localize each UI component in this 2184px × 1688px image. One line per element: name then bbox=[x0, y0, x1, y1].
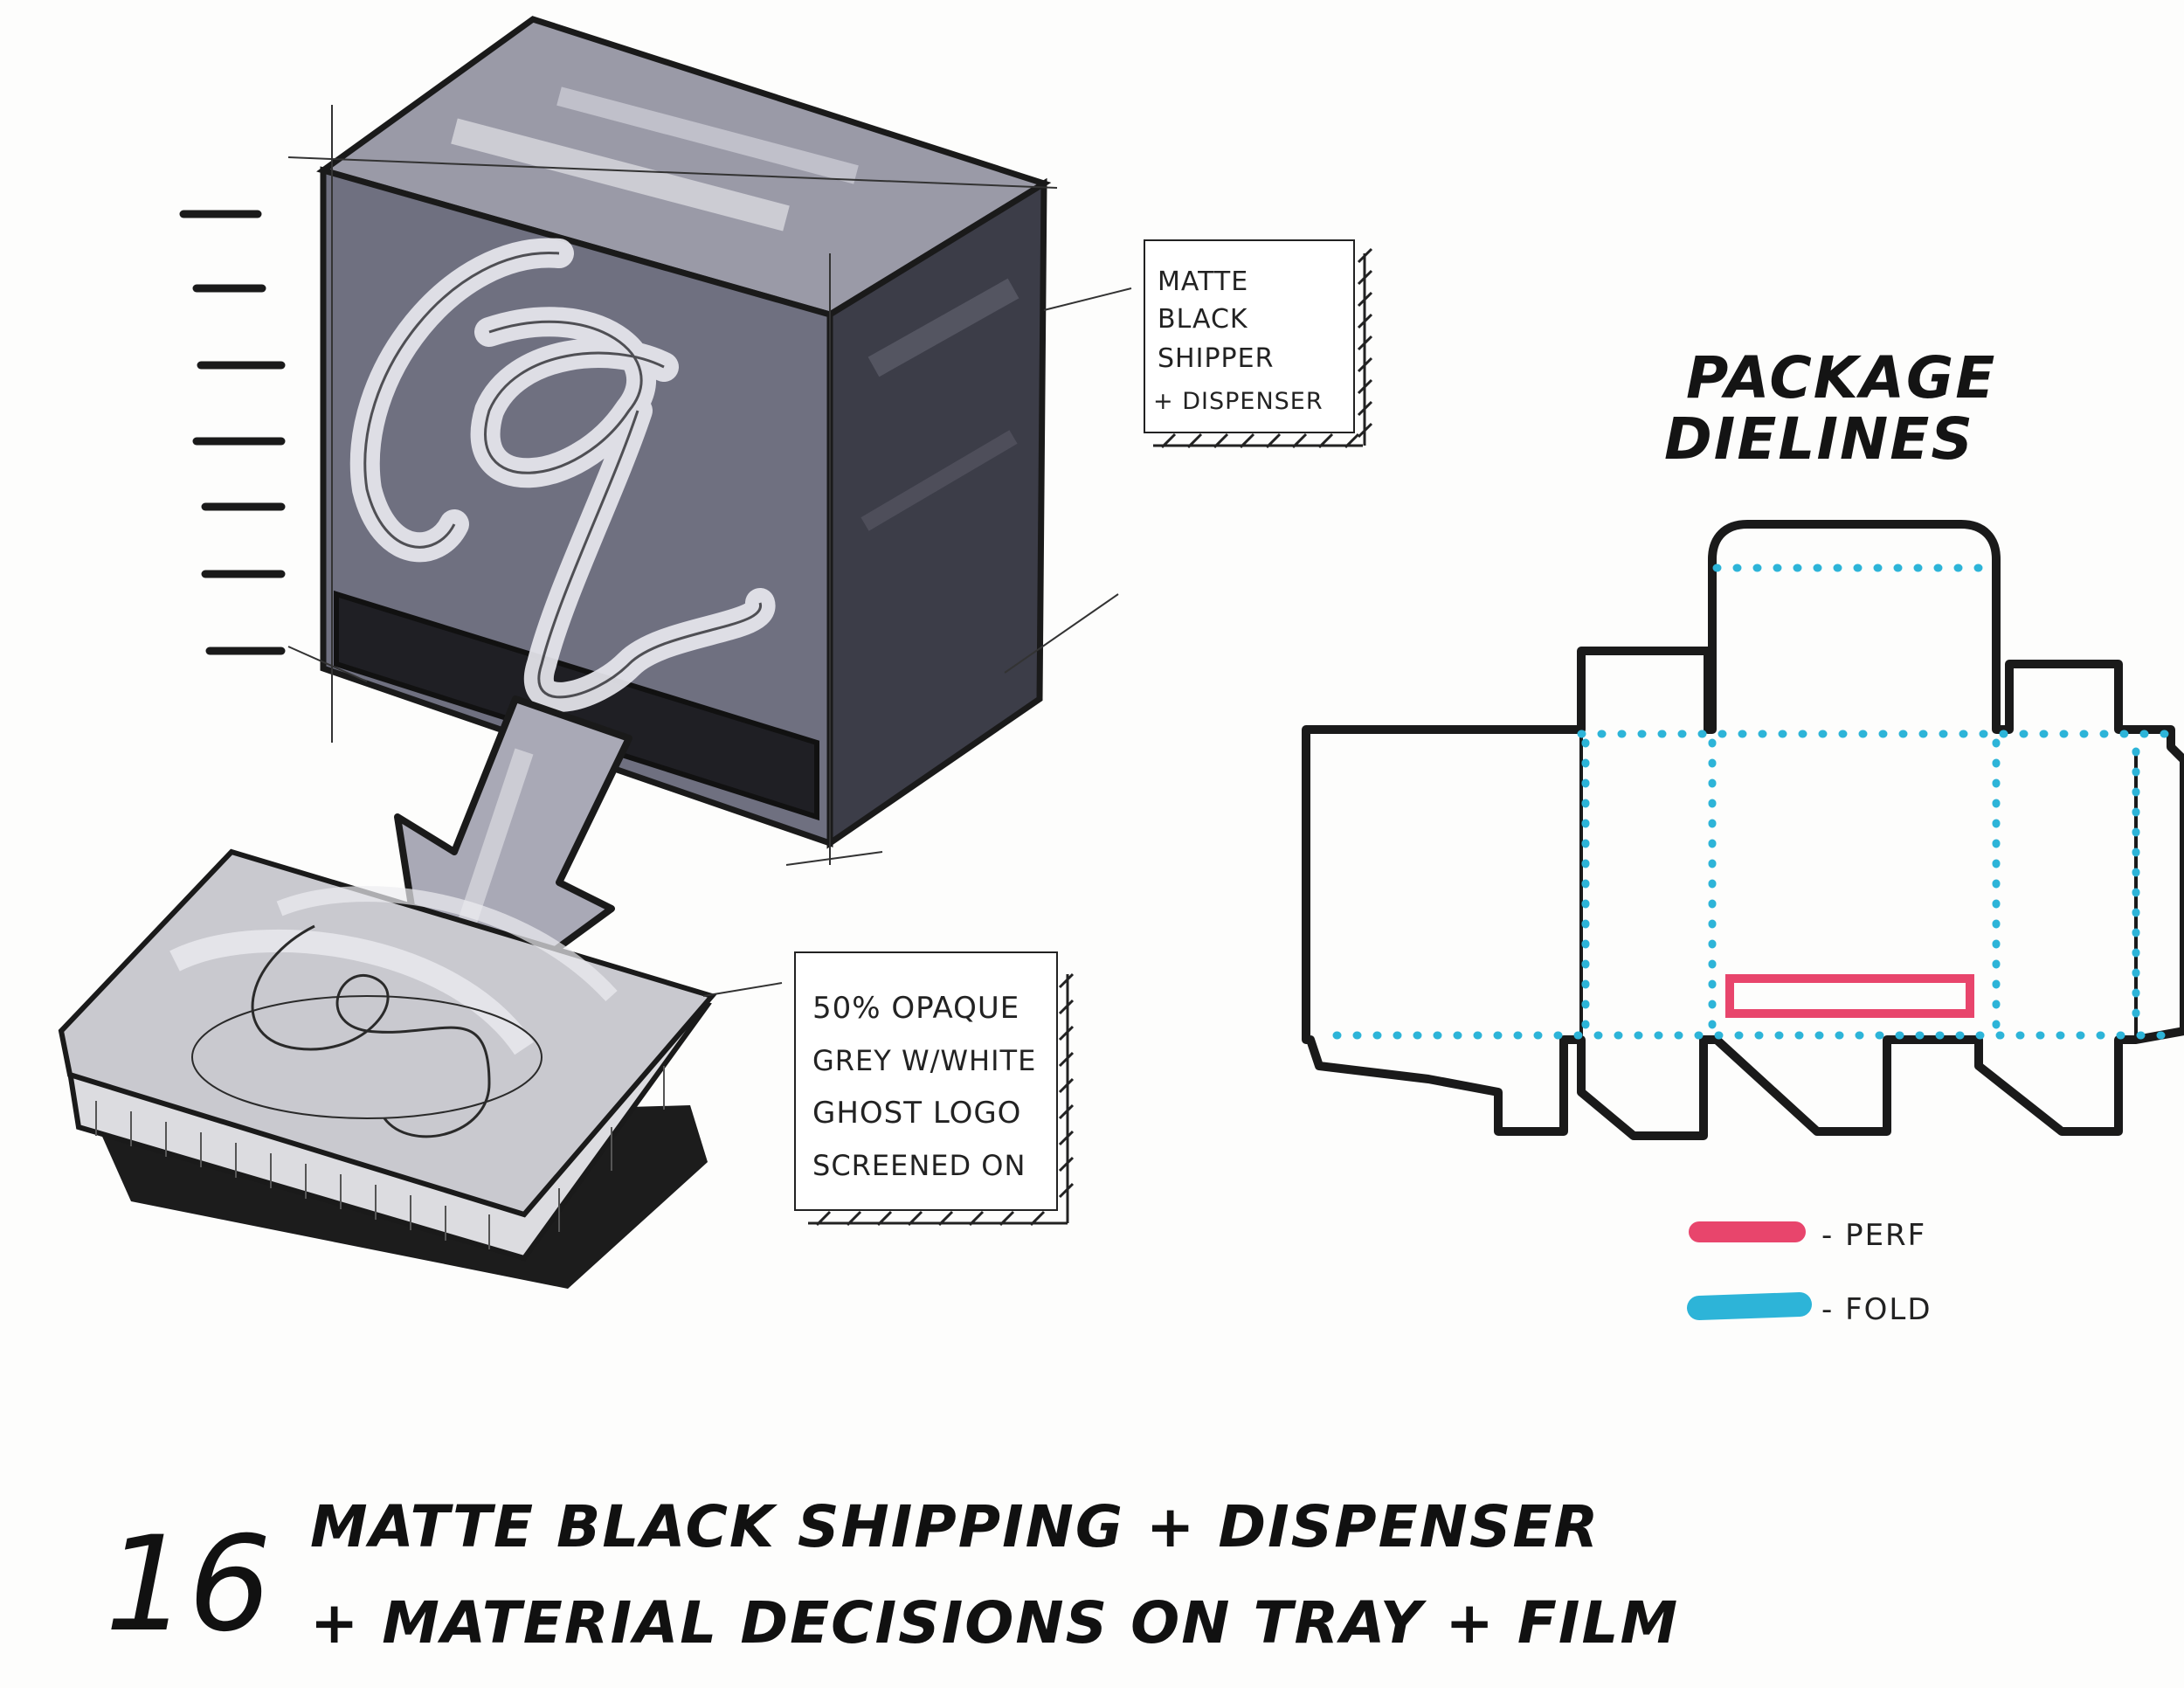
caption-line-2: + MATERIAL DECISIONS ON TRAY + FILM bbox=[310, 1589, 1679, 1657]
legend-perf-label: - PERF bbox=[1821, 1218, 1926, 1253]
package-dieline bbox=[1302, 520, 2184, 1140]
tray-callout: 50% OPAQUE GREY W/WHITE GHOST LOGO SCREE… bbox=[702, 951, 1075, 1227]
tray-callout-line-2: GREY W/WHITE bbox=[812, 1044, 1036, 1077]
dieline-cut-outline bbox=[1302, 520, 2184, 1140]
tray-sketch bbox=[58, 848, 717, 1289]
box-callout-line-1: MATTE bbox=[1158, 266, 1248, 297]
dispenser-box-sketch bbox=[287, 16, 1119, 866]
box-callout-line-4: + DISPENSER bbox=[1153, 388, 1324, 415]
legend-fold-label: - FOLD bbox=[1821, 1292, 1932, 1327]
sketch-number: 16 bbox=[105, 1509, 272, 1661]
box-callout-line-3: SHIPPER bbox=[1158, 343, 1274, 374]
dieline-legend: - PERF - FOLD bbox=[1687, 1218, 1932, 1327]
perf-slot bbox=[1725, 974, 1974, 1018]
tray-callout-line-3: GHOST LOGO bbox=[812, 1096, 1021, 1131]
motion-lines bbox=[179, 210, 286, 655]
dieline-title-line-1: PACKAGE bbox=[1686, 344, 1996, 412]
tray-callout-line-1: 50% OPAQUE bbox=[812, 991, 1019, 1026]
tray-callout-line-4: SCREENED ON bbox=[812, 1149, 1026, 1182]
legend-fold-swatch bbox=[1687, 1292, 1812, 1320]
dieline-title-line-2: DIELINES bbox=[1664, 405, 1974, 473]
tray-ghost-logo bbox=[251, 924, 491, 1138]
fold-lines bbox=[1332, 564, 2171, 1040]
caption-line-1: MATTE BLACK SHIPPING + DISPENSER bbox=[310, 1493, 1600, 1560]
box-callout: MATTE BLACK SHIPPER + DISPENSER bbox=[1043, 239, 1373, 449]
box-callout-line-2: BLACK bbox=[1158, 304, 1248, 335]
